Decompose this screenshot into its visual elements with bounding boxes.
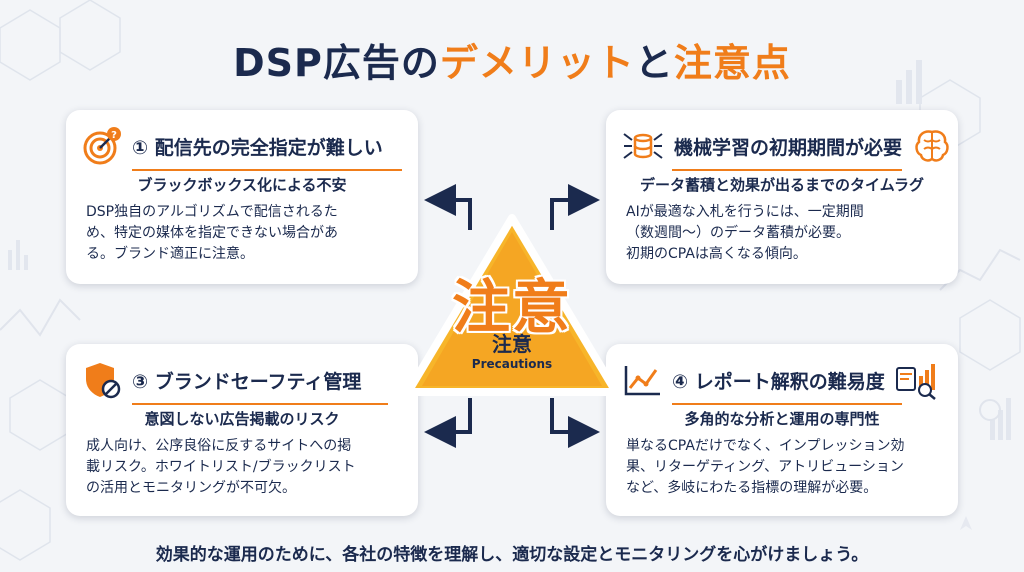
card-1-line: DSP独自のアルゴリズムで配信されるた xyxy=(86,204,338,220)
card-2-body: AIが最適な入札を行うには、一定期間 （数週間〜）のデータ蓄積が必要。 初期のC… xyxy=(626,202,942,265)
card-4-line: など、多岐にわたる指標の理解が必要。 xyxy=(626,480,878,496)
card-2-divider xyxy=(672,169,902,171)
warning-triangle-icon xyxy=(404,214,620,396)
card-2-subheading: データ蓄積と効果が出るまでのタイムラグ xyxy=(640,176,924,194)
card-4-heading: ④ レポート解釈の難易度 xyxy=(672,370,885,393)
title-part-caution: 注意点 xyxy=(673,41,791,85)
card-2-heading: 機械学習の初期期間が必要 xyxy=(674,136,903,159)
card-3-divider xyxy=(132,403,388,405)
card-4-divider xyxy=(672,403,902,405)
brain-icon xyxy=(915,130,949,162)
title-part-to: と xyxy=(634,41,674,85)
card-3-line: 成人向け、公序良俗に反するサイトへの掲 xyxy=(86,438,352,454)
card-3-heading: ③ ブランドセーフティ管理 xyxy=(132,370,362,393)
card-brand-safety: ③ ブランドセーフティ管理 意図しない広告掲載のリスク 成人向け、公序良俗に反す… xyxy=(66,344,418,516)
card-3-line: の活用とモニタリングが不可欠。 xyxy=(86,480,296,496)
title-part-demerit: デメリット xyxy=(439,41,635,85)
card-3-body: 成人向け、公序良俗に反するサイトへの掲 載リスク。ホワイトリスト/ブラックリスト… xyxy=(86,436,402,499)
card-2-line: AIが最適な入札を行うには、一定期間 xyxy=(626,204,864,220)
card-1-heading: ① 配信先の完全指定が難しい xyxy=(132,136,383,159)
footer-message: 効果的な運用のために、各社の特徴を理解し、適切な設定とモニタリングを心がけましょ… xyxy=(155,545,869,565)
card-3-subheading: 意図しない広告掲載のリスク xyxy=(144,410,340,428)
caution-triangle: 注意 注意 Precautions xyxy=(402,210,622,400)
title-part-dsp: DSP広告の xyxy=(233,41,440,85)
card-4-line: 単なるCPAだけでなく、インプレッション効 xyxy=(626,438,905,454)
card-delivery-destination: ? ① 配信先の完全指定が難しい ブラックボックス化による不安 DSP独自のアル… xyxy=(66,110,418,284)
card-2-line: （数週間〜）のデータ蓄積が必要。 xyxy=(626,225,850,241)
target-question-icon: ? xyxy=(83,127,121,165)
card-machine-learning: 機械学習の初期期間が必要 データ蓄積と効果が出るまでのタイムラグ AIが最適な入… xyxy=(606,110,958,284)
card-1-line: る。ブランド適正に注意。 xyxy=(86,246,254,262)
chart-analysis-icon xyxy=(895,364,936,400)
card-1-body: DSP独自のアルゴリズムで配信されるた め、特定の媒体を指定できない場合があ る… xyxy=(86,202,402,265)
caution-small-text: 注意 xyxy=(492,332,532,356)
card-1-divider xyxy=(132,169,402,171)
line-chart-icon xyxy=(624,366,660,396)
card-1-subheading: ブラックボックス化による不安 xyxy=(137,176,347,194)
page-title: DSP広告のデメリットと注意点 xyxy=(0,32,1024,87)
caution-big-text: 注意 xyxy=(451,273,572,341)
card-2-line: 初期のCPAは高くなる傾向。 xyxy=(626,246,807,262)
card-1-line: め、特定の媒体を指定できない場合があ xyxy=(86,225,338,241)
shield-block-icon xyxy=(86,363,121,399)
card-4-line: 果、リターゲティング、アトリビューション xyxy=(626,459,904,475)
svg-text:?: ? xyxy=(111,130,117,141)
card-3-line: 載リスク。ホワイトリスト/ブラックリスト xyxy=(86,459,356,475)
data-flow-icon xyxy=(623,133,663,159)
card-4-body: 単なるCPAだけでなく、インプレッション効 果、リターゲティング、アトリビューシ… xyxy=(626,436,942,499)
caution-english-text: Precautions xyxy=(471,357,553,371)
card-4-subheading: 多角的な分析と運用の専門性 xyxy=(684,410,880,428)
card-report-interpretation: ④ レポート解釈の難易度 多角的な分析と運用の専門性 単なるCPAだけでなく、イ… xyxy=(606,344,958,516)
